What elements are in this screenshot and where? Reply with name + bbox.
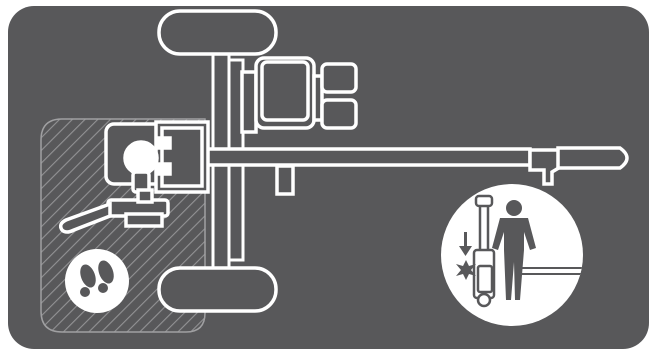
impact-star-icon <box>456 260 476 280</box>
throttle-lever <box>58 188 170 234</box>
control-head <box>104 120 210 194</box>
down-arrow-icon <box>459 232 472 256</box>
top-wheel <box>157 9 278 56</box>
handle-bar <box>201 146 629 186</box>
crush-hazard-person-icon <box>441 184 583 326</box>
bottom-wheel <box>157 266 278 313</box>
person-figure <box>492 200 536 300</box>
feet-icon <box>65 249 129 313</box>
engine-block <box>240 56 358 196</box>
